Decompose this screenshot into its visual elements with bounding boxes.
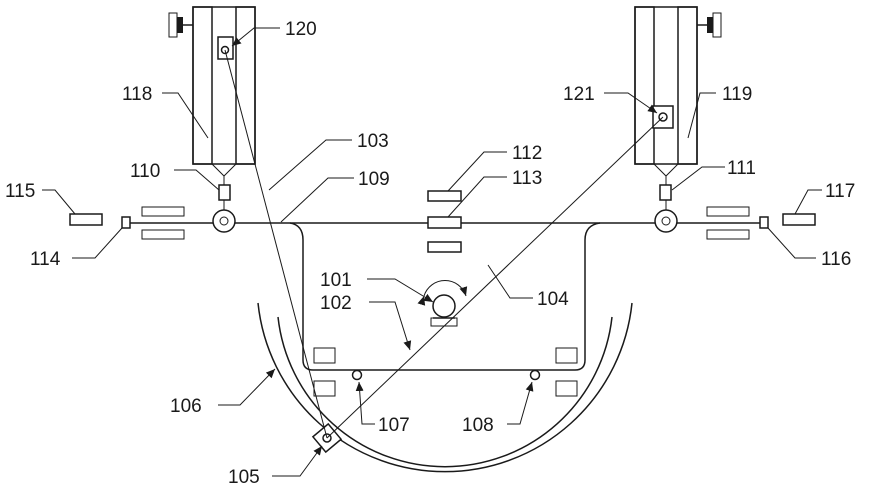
label-117: 117 [825, 181, 855, 202]
cable-103 [225, 50, 327, 438]
left-pulley [213, 210, 235, 232]
pivot-108 [531, 371, 540, 380]
right-housing-119 [635, 7, 697, 176]
connector-111 [660, 176, 671, 210]
label-104: 104 [537, 289, 569, 310]
end-stop-114 [122, 217, 130, 228]
label-110: 110 [130, 161, 160, 182]
label-118: 118 [122, 84, 152, 105]
label-102: 102 [320, 293, 352, 314]
box-117 [783, 214, 815, 225]
label-116: 116 [821, 249, 851, 270]
label-103: 103 [357, 131, 389, 152]
sensor-120 [218, 37, 233, 59]
right-pulley [655, 210, 677, 232]
label-108: 108 [462, 415, 494, 436]
rotation-center-101 [424, 281, 466, 326]
box-lower-center [428, 242, 461, 252]
label-107: 107 [378, 415, 410, 436]
box-113 [428, 217, 461, 228]
box-115 [70, 214, 102, 225]
label-106: 106 [170, 396, 202, 417]
label-114: 114 [30, 249, 61, 270]
cable-104 [327, 117, 663, 438]
pivot-107 [353, 371, 362, 380]
box-112 [428, 191, 461, 201]
reference-labels: 120 118 110 103 109 115 114 112 113 121 … [5, 19, 855, 488]
label-105: 105 [228, 467, 260, 488]
left-housing-118 [193, 7, 255, 176]
end-stop-116 [760, 217, 768, 228]
label-121: 121 [563, 84, 595, 105]
label-101: 101 [320, 270, 352, 291]
connector-110 [219, 176, 230, 210]
label-109: 109 [358, 169, 390, 190]
right-bracket-mount [697, 13, 721, 37]
label-120: 120 [285, 19, 317, 40]
label-113: 113 [512, 168, 542, 189]
label-115: 115 [5, 181, 35, 202]
label-119: 119 [722, 84, 752, 105]
label-112: 112 [512, 143, 542, 164]
left-bracket-mount [169, 13, 193, 37]
label-111: 111 [727, 158, 756, 179]
